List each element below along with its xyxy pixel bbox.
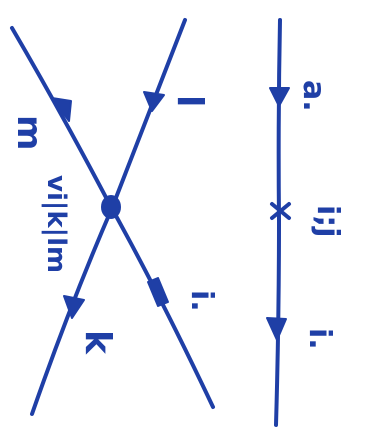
right-vertical-graph: [266, 18, 291, 427]
label-i-lower-right: i.: [184, 290, 219, 312]
arrow-head-lower-left: [63, 295, 85, 319]
right-graph-labels: a. i;j i.: [296, 80, 345, 350]
left-graph-labels: m l vi|k|lm k i.: [9, 95, 219, 355]
label-i-right-bottom: i.: [302, 328, 337, 350]
label-vertex: vi|k|lm: [41, 175, 71, 273]
vertical-edge: [274, 18, 282, 427]
label-a: a.: [296, 80, 331, 112]
label-k: k: [77, 330, 118, 355]
label-ij: i;j: [310, 205, 345, 238]
vertex-dot: [101, 195, 121, 219]
arrow-head-lower-right: [147, 277, 169, 307]
label-l: l: [169, 95, 210, 107]
cross-mark: [270, 202, 291, 220]
label-m: m: [9, 115, 49, 150]
left-vertex-graph: [10, 18, 215, 416]
arrow-head-right-lower: [266, 317, 287, 341]
arrow-head-upper-left: [51, 97, 72, 122]
arrow-head-upper-right: [143, 91, 165, 112]
arrow-head-right-upper: [269, 87, 290, 107]
